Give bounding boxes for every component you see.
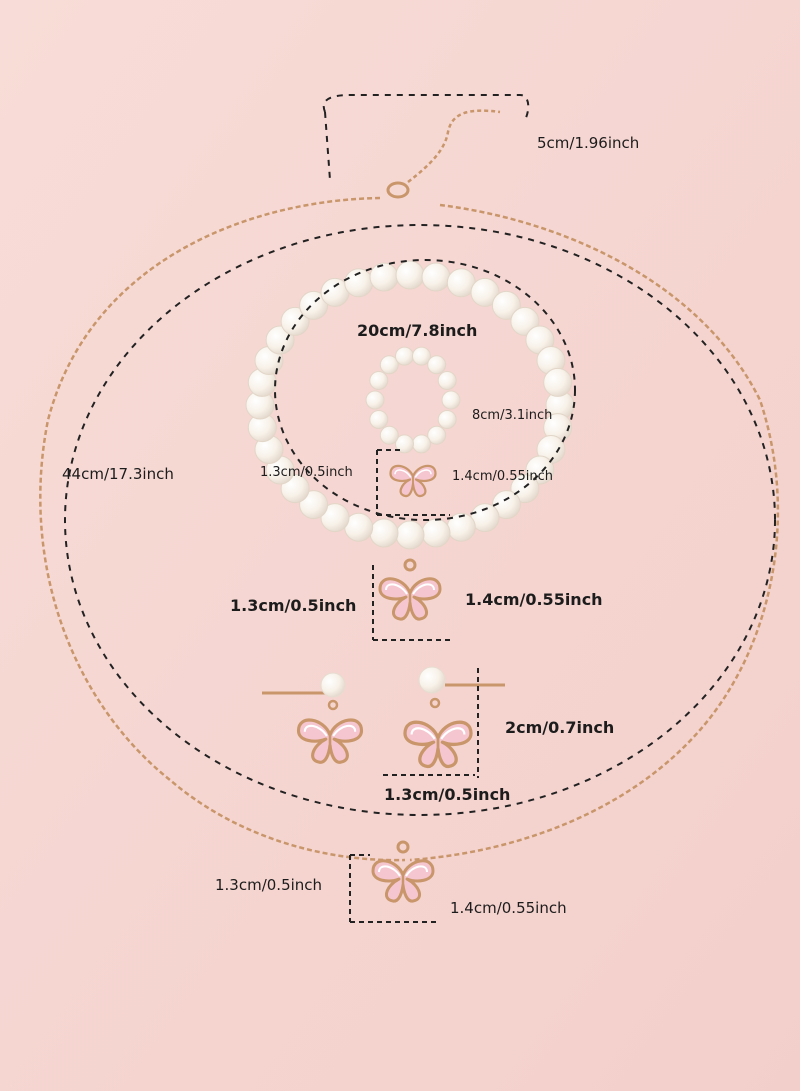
pearl-bead <box>427 425 447 445</box>
pearl-bead <box>470 277 500 307</box>
pearl-bead <box>437 410 457 429</box>
pearl-bead <box>395 346 414 366</box>
earring-measure <box>383 668 479 778</box>
pearl-bead <box>299 490 329 520</box>
pearl-bead <box>369 262 399 292</box>
pearl-bead <box>299 290 329 320</box>
earring-left <box>262 672 364 764</box>
bracelet-charm-measure <box>372 565 450 641</box>
pearl-bead <box>412 434 431 454</box>
necklace-butterfly-charm <box>371 840 435 903</box>
necklace-charm-width-label: 1.3cm/0.5inch <box>215 876 323 894</box>
bracelet-charm-height-label: 1.4cm/0.55inch <box>465 590 603 609</box>
earring-width-label: 1.3cm/0.5inch <box>384 785 511 804</box>
bracelet-charm-width-label: 1.3cm/0.5inch <box>230 596 357 615</box>
bracelet-length-label: 20cm/7.8inch <box>357 321 478 340</box>
necklace-charm-measure <box>349 854 440 923</box>
pearl-bead <box>379 425 399 445</box>
pearl-bead <box>395 434 414 454</box>
pearl-bead <box>369 410 389 429</box>
ring-charm-measure <box>376 449 450 516</box>
earring-height-label: 2cm/0.7inch <box>505 718 615 737</box>
ring-charm-width-label: 1.3cm/0.5inch <box>260 465 353 480</box>
pearl-bead <box>437 371 457 390</box>
pearl-bead <box>395 260 425 290</box>
pearl-bead <box>441 390 461 410</box>
pearl-bead <box>510 474 540 504</box>
pearl-bead <box>412 346 431 366</box>
pearl-bead <box>491 490 521 520</box>
pearl-bead <box>421 518 451 548</box>
pearl-bead <box>379 355 399 375</box>
ring-charm-height-label: 1.4cm/0.55inch <box>452 469 554 484</box>
necklace-chain <box>39 109 780 862</box>
pearl-bead <box>369 518 399 548</box>
pearl-bead <box>395 520 425 550</box>
earring-right <box>403 666 505 769</box>
bracelet-butterfly-charm <box>378 558 442 621</box>
pearl-ring <box>365 346 461 454</box>
pearl-bead <box>365 390 385 410</box>
ring-size-label: 8cm/3.1inch <box>472 408 553 423</box>
necklace-length-label: 44cm/17.3inch <box>62 465 174 483</box>
pearl-bead <box>421 262 451 292</box>
pearl-bead <box>320 503 350 533</box>
necklace-measure-outline <box>64 94 776 816</box>
pearl-bead <box>427 355 447 375</box>
bracelet-measure-outline <box>274 259 576 521</box>
pearl-bead <box>369 371 389 390</box>
pearl-bead <box>543 367 573 397</box>
extender-length-label: 5cm/1.96inch <box>537 134 640 152</box>
pearl-bead <box>491 290 521 320</box>
necklace-charm-height-label: 1.4cm/0.55inch <box>450 899 567 917</box>
